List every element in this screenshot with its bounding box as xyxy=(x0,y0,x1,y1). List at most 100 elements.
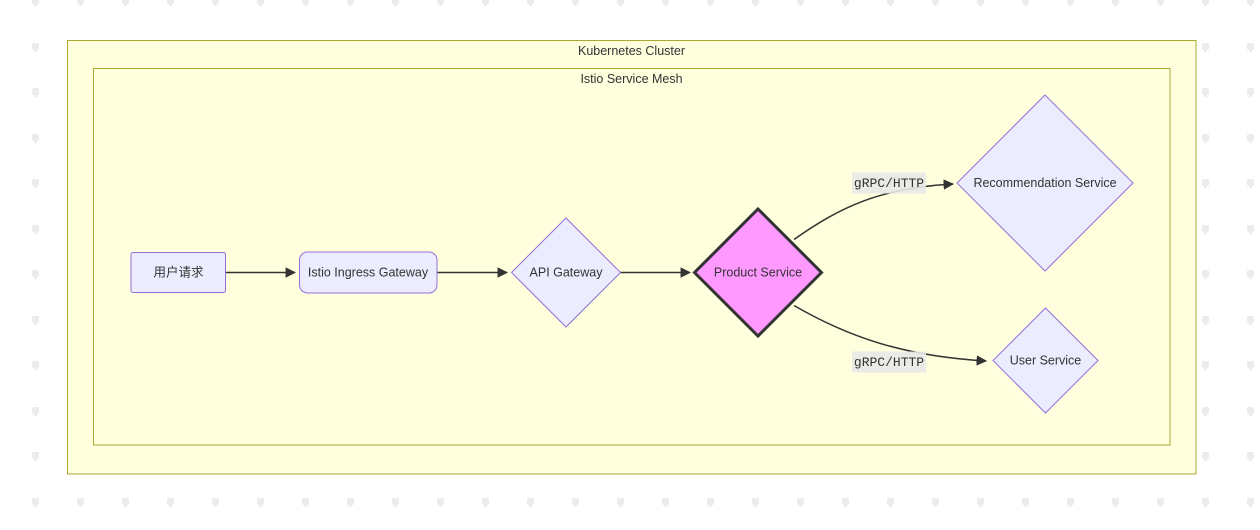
grid-dot xyxy=(932,497,939,507)
grid-dot xyxy=(527,0,534,6)
grid-dot xyxy=(32,42,39,52)
edge-label-background xyxy=(852,351,926,373)
node-ingress-gateway-box xyxy=(299,251,438,294)
node-user-service: User Service xyxy=(992,307,1099,414)
grid-dot xyxy=(1202,0,1209,6)
grid-dot xyxy=(32,179,39,188)
grid-dot xyxy=(1202,361,1209,370)
grid-dot xyxy=(662,497,669,507)
grid-dot xyxy=(617,0,624,6)
grid-dot xyxy=(32,406,39,416)
node-user-request-label: 用户请求 xyxy=(153,265,204,280)
grid-dot xyxy=(1247,0,1254,6)
edge-label-background xyxy=(852,172,926,194)
grid-dot xyxy=(1022,497,1029,507)
grid-dot xyxy=(1247,42,1254,52)
grid-dot xyxy=(1067,497,1074,507)
grid-dot xyxy=(1112,0,1119,6)
grid-dot xyxy=(392,0,399,6)
grid-dot xyxy=(32,497,39,507)
grid-dot xyxy=(887,497,894,507)
node-ingress-gateway-label: Istio Ingress Gateway xyxy=(308,266,429,280)
node-user-request-box xyxy=(130,252,226,293)
grid-dot xyxy=(32,88,39,97)
cluster-istio-label: Istio Service Mesh xyxy=(580,72,682,86)
node-user-service-label: User Service xyxy=(1010,354,1082,368)
grid-dot xyxy=(437,497,444,507)
grid-dot xyxy=(77,0,84,6)
edge-product-to-recommendation xyxy=(793,179,955,241)
node-product-service: Product Service xyxy=(692,206,824,339)
grid-dot xyxy=(1202,452,1209,461)
grid-dot xyxy=(347,0,354,6)
grid-dot xyxy=(212,0,219,6)
grid-dot xyxy=(572,0,579,6)
grid-dot xyxy=(617,497,624,507)
grid-dot xyxy=(1247,406,1254,416)
grid-dot xyxy=(1247,315,1254,325)
grid-dot xyxy=(347,497,354,507)
grid-dot xyxy=(32,224,39,234)
grid-dot xyxy=(1157,497,1164,507)
cluster-istio: Istio Service Mesh xyxy=(93,68,1171,446)
edge-label-product-to-user: gRPC/HTTP xyxy=(852,351,926,373)
grid-dot xyxy=(527,497,534,507)
cluster-kubernetes-label: Kubernetes Cluster xyxy=(578,44,685,58)
grid-dot xyxy=(1022,0,1029,6)
grid-dot xyxy=(77,497,84,507)
grid-dot xyxy=(752,497,759,507)
grid-dot xyxy=(32,0,39,6)
grid-dot xyxy=(932,0,939,6)
grid-dot xyxy=(32,133,39,143)
edge-label-text: gRPC/HTTP xyxy=(854,355,924,370)
grid-dot xyxy=(842,0,849,6)
node-product-service-diamond xyxy=(692,206,824,339)
grid-dot xyxy=(1247,452,1254,461)
grid-dot xyxy=(122,497,129,507)
grid-dot xyxy=(1247,270,1254,279)
grid-dot xyxy=(122,0,129,6)
grid-dot xyxy=(1247,133,1254,143)
grid-dot xyxy=(482,0,489,6)
grid-dot xyxy=(1202,497,1209,507)
cluster-istio-box xyxy=(93,68,1171,446)
grid-dot xyxy=(1247,497,1254,507)
grid-dot xyxy=(707,497,714,507)
grid-dot xyxy=(1247,179,1254,188)
grid-dot xyxy=(842,497,849,507)
grid-dot xyxy=(32,270,39,279)
grid-dot xyxy=(32,315,39,325)
grid-dot xyxy=(977,0,984,6)
grid-dot xyxy=(572,497,579,507)
grid-dot xyxy=(797,0,804,6)
node-api-gateway-diamond xyxy=(510,217,622,328)
node-ingress-gateway: Istio Ingress Gateway xyxy=(299,251,438,294)
grid-dot xyxy=(392,497,399,507)
grid-dot xyxy=(482,497,489,507)
grid-dot xyxy=(1202,270,1209,279)
node-user-service-diamond xyxy=(992,307,1099,414)
grid-dot xyxy=(1202,133,1209,143)
node-product-service-label: Product Service xyxy=(714,266,802,280)
grid-dot xyxy=(662,0,669,6)
grid-dot xyxy=(257,0,264,6)
grid-dot xyxy=(797,497,804,507)
grid-dot xyxy=(752,0,759,6)
grid-dot xyxy=(1202,315,1209,325)
grid-dot xyxy=(1202,42,1209,52)
grid-dot xyxy=(1202,88,1209,97)
grid-dot xyxy=(1247,361,1254,370)
grid-dot xyxy=(1247,88,1254,97)
grid-dot xyxy=(212,497,219,507)
grid-dot xyxy=(167,0,174,6)
grid-dot xyxy=(707,0,714,6)
grid-dot xyxy=(1202,406,1209,416)
grid-dot xyxy=(302,497,309,507)
grid-dot xyxy=(1202,224,1209,234)
grid-dot xyxy=(32,452,39,461)
grid-dot xyxy=(977,497,984,507)
grid-dot xyxy=(1157,0,1164,6)
edge-label-product-to-recommendation: gRPC/HTTP xyxy=(852,172,926,194)
